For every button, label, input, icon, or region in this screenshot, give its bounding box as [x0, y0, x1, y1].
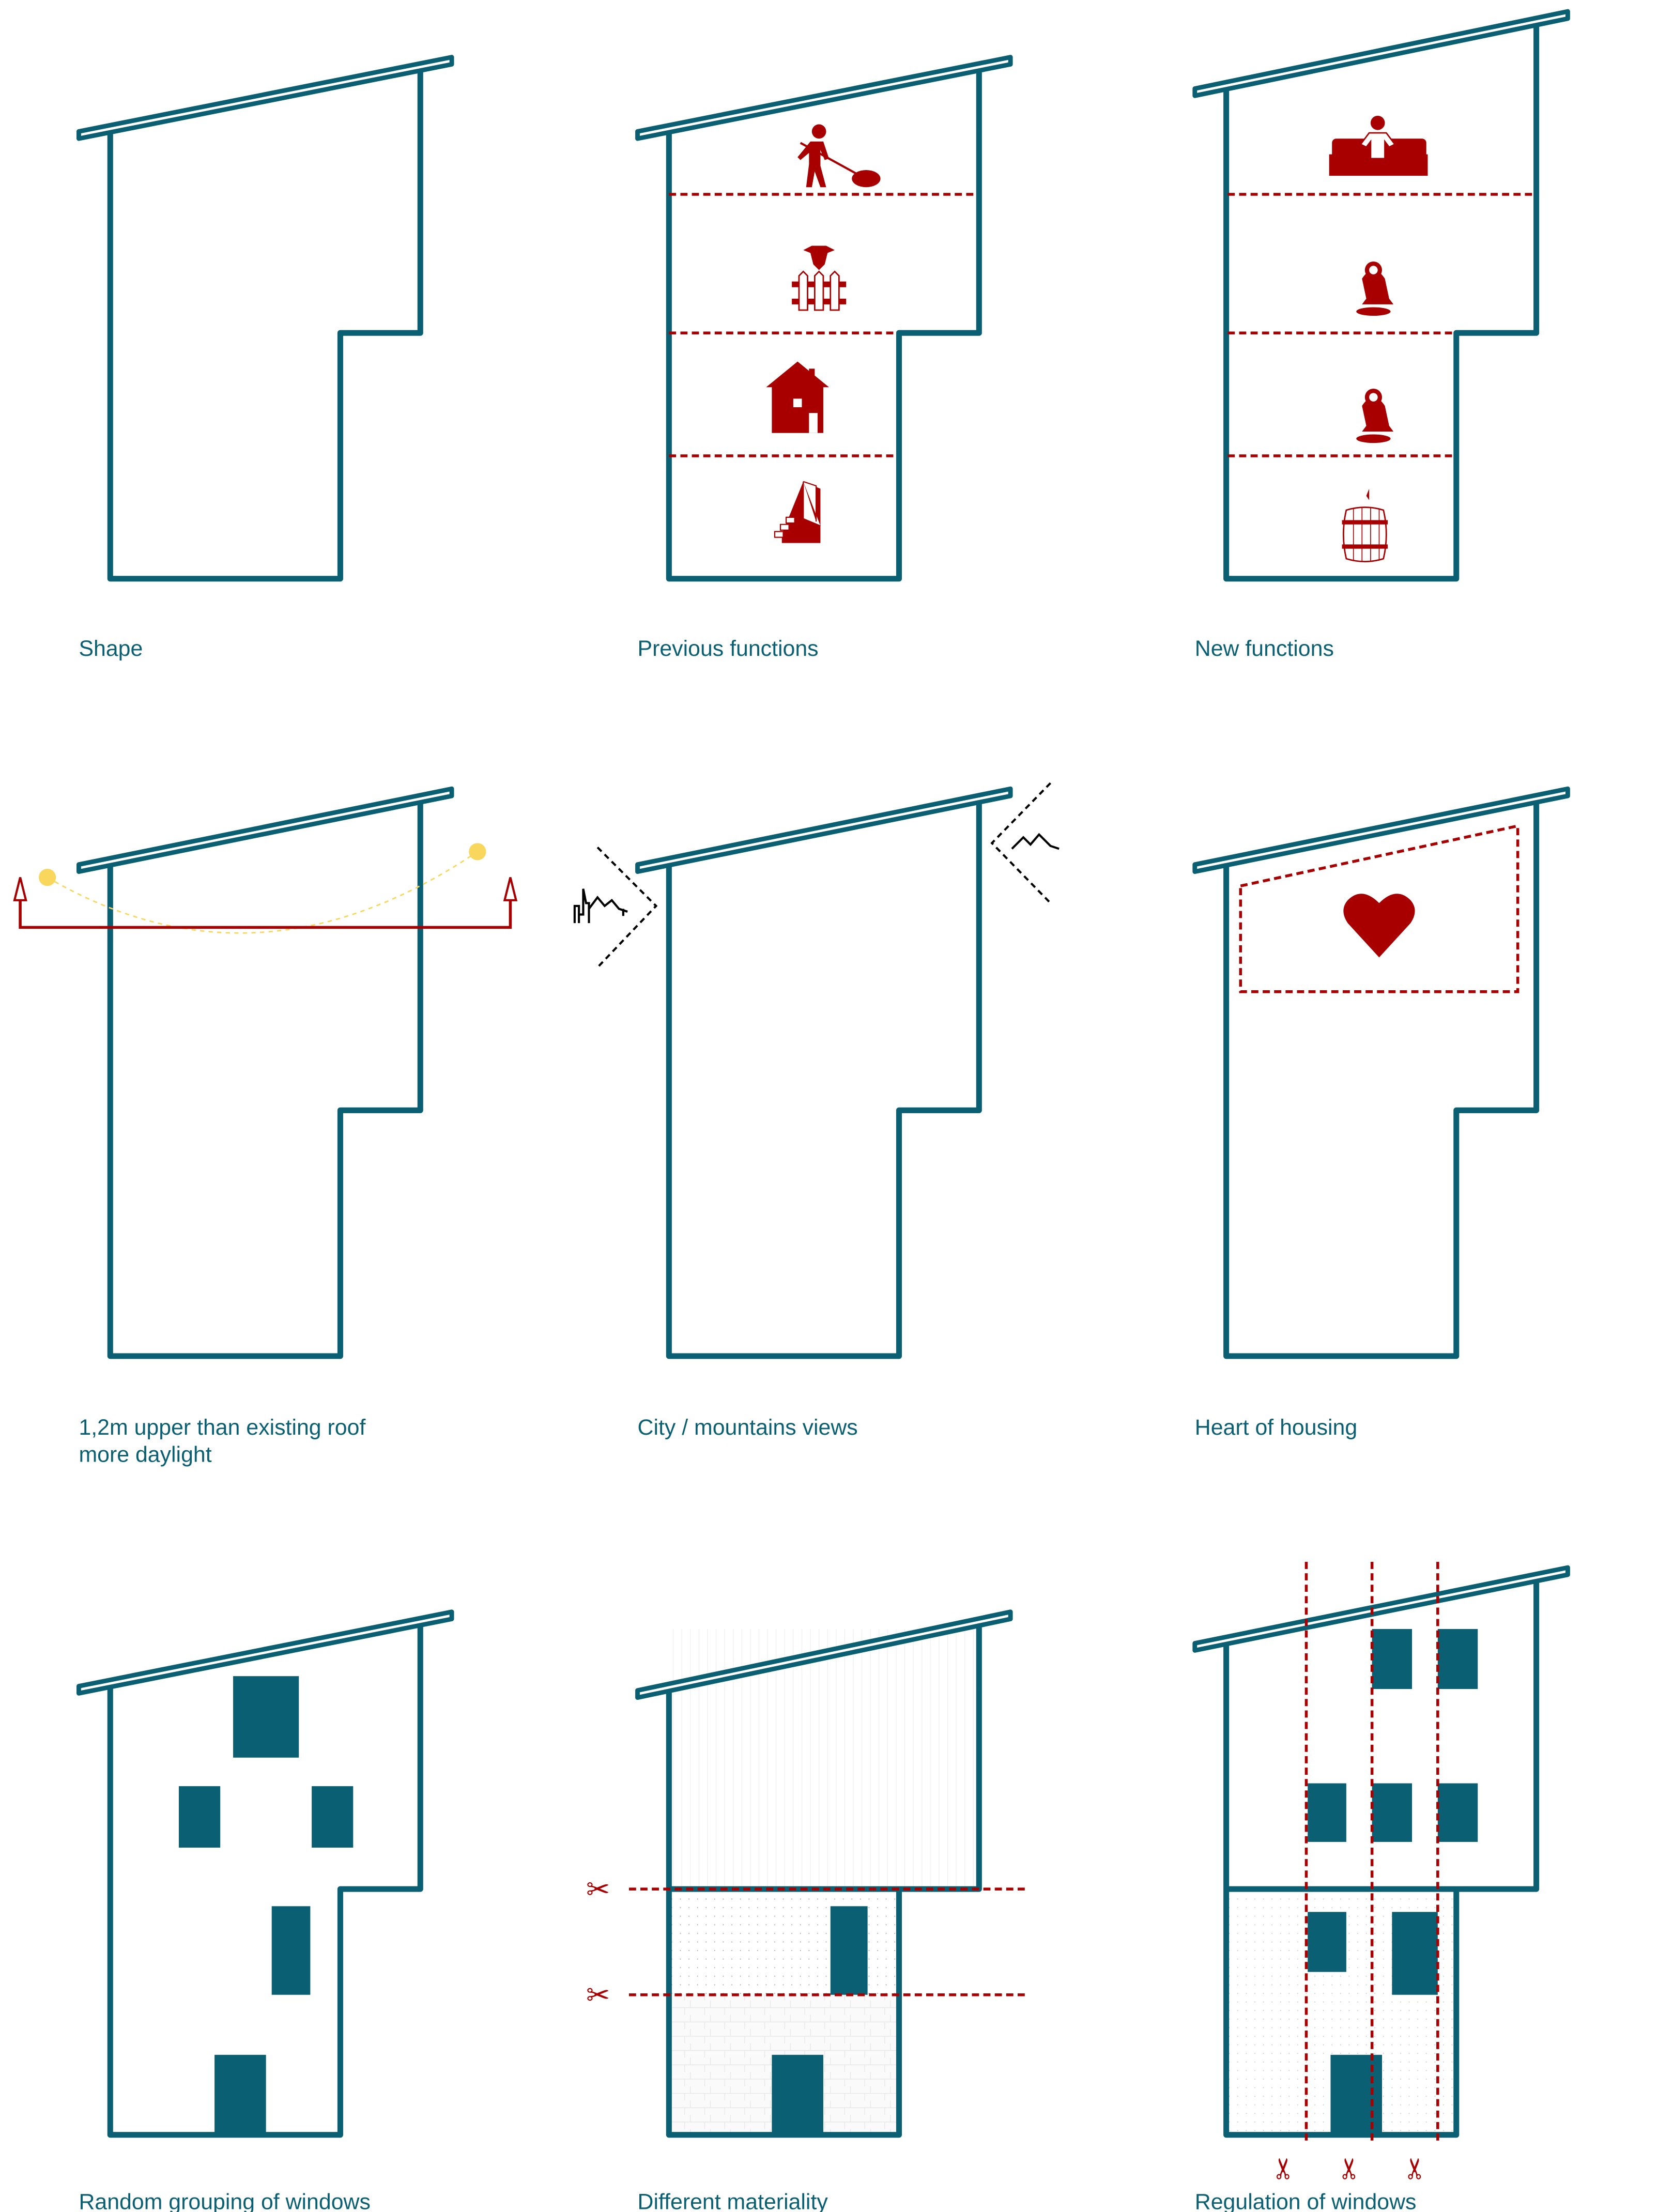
building-wall	[666, 66, 982, 582]
mountains-icon	[1011, 833, 1060, 850]
building-wall	[107, 66, 423, 582]
building-wall	[666, 798, 982, 1359]
scissors-icon: ✂	[1333, 2157, 1367, 2180]
panel-label-line2: more daylight	[79, 1442, 211, 1467]
height-arrow	[19, 900, 512, 929]
panel-label: Shape	[79, 636, 143, 661]
scissors-icon: ✂	[586, 1873, 610, 1906]
panel-label: Different materiality	[638, 2189, 828, 2212]
roof	[1192, 9, 1570, 98]
daylight-overlay	[13, 843, 518, 934]
heart-icon	[1343, 894, 1415, 958]
cow-fence-icon	[792, 245, 847, 311]
roof	[76, 55, 454, 141]
yoga-icon	[1356, 389, 1394, 443]
regulation-overlay: ✂ ✂ ✂	[1268, 1561, 1478, 2180]
farmer-icon	[797, 124, 881, 188]
sun-icon	[469, 843, 486, 861]
materiality-overlay: ✂ ✂	[586, 1873, 1026, 2137]
roof	[635, 786, 1013, 874]
house-icon	[766, 361, 829, 433]
panel-label: Regulation of windows	[1195, 2189, 1417, 2212]
heart-overlay	[1239, 824, 1519, 993]
building-outlines	[76, 9, 1570, 2138]
scissors-icon: ✂	[1268, 2157, 1301, 2180]
random-windows	[178, 1676, 354, 2137]
wood-cladding-texture	[669, 1629, 978, 1890]
panel-label: Heart of housing	[1195, 1415, 1357, 1440]
stairs-door-icon	[774, 481, 821, 543]
panel-label: City / mountains views	[638, 1415, 858, 1440]
roof	[1192, 786, 1570, 874]
roof	[1192, 1565, 1570, 1653]
roof	[76, 1609, 454, 1696]
city-mountains-icon	[573, 888, 628, 924]
wine-barrel-icon	[1342, 488, 1388, 562]
building-wall	[107, 798, 423, 1359]
panel-label: 1,2m upper than existing roof	[79, 1415, 365, 1440]
panel-label: Random grouping of windows	[79, 2189, 370, 2212]
roof	[635, 1609, 1013, 1700]
panel-label: Previous functions	[638, 636, 819, 661]
building-wall	[1223, 1576, 1540, 2138]
panel-label: New functions	[1195, 636, 1334, 661]
roof	[635, 55, 1013, 141]
previous-functions-overlay	[669, 124, 976, 543]
roof	[76, 786, 454, 874]
new-functions-overlay	[1227, 115, 1535, 562]
building-wall	[107, 1621, 423, 2138]
building-wall	[1223, 798, 1540, 1359]
scissors-icon: ✂	[1399, 2157, 1432, 2180]
sofa-icon	[1329, 115, 1428, 176]
sun-icon	[39, 869, 56, 886]
views-overlay	[573, 782, 1060, 969]
scissors-icon: ✂	[586, 1979, 610, 2012]
building-wall	[1223, 21, 1540, 582]
yoga-icon	[1356, 247, 1394, 316]
